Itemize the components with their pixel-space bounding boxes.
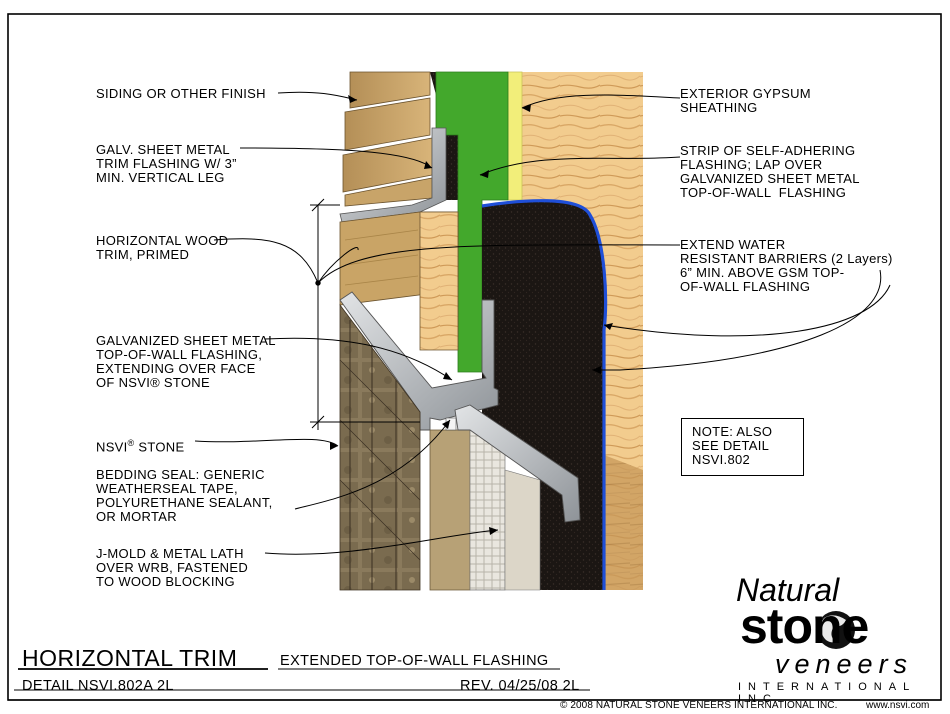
label-jmold: J-MOLD & METAL LATH OVER WRB, FASTENED T… [96, 546, 249, 589]
logo-veneers: veneers [775, 649, 914, 679]
label-top-flashing: GALVANIZED SHEET METAL TOP-OF-WALL FLASH… [96, 333, 276, 390]
mortar-bed [429, 429, 471, 591]
horizontal-wood-trim [339, 211, 459, 351]
label-siding: SIDING OR OTHER FINISH [96, 86, 266, 101]
website-link[interactable]: www.nsvi.com [866, 700, 930, 711]
label-self-adhering: STRIP OF SELF-ADHERING FLASHING; LAP OVE… [680, 143, 860, 200]
logo-international: INTERNATIONAL INC [738, 681, 916, 705]
leader-lines [194, 91, 891, 555]
label-stone-name: NSVI [96, 439, 128, 455]
logo-stone: stone [740, 598, 869, 654]
label-gypsum: EXTERIOR GYPSUM SHEATHING [680, 86, 811, 115]
metal-lath [469, 429, 506, 591]
logo-globe-icon [817, 611, 855, 649]
logo-natural: Natural [736, 572, 840, 608]
label-stone-suffix: STONE [134, 439, 185, 455]
label-stone-registered: ® [127, 438, 135, 448]
leader-arrows [330, 95, 613, 535]
label-bedding-seal: BEDDING SEAL: GENERIC WEATHERSEAL TAPE, … [96, 467, 273, 524]
revision: REV. 04/25/08 2L [460, 678, 580, 694]
label-barriers: EXTEND WATER RESISTANT BARRIERS (2 Layer… [680, 237, 893, 294]
drawing-title: HORIZONTAL TRIM [22, 645, 238, 671]
gypsum-strip [507, 71, 523, 201]
dimension-line [310, 198, 420, 430]
note-box: NOTE: ALSO SEE DETAIL NSVI.802 [681, 418, 804, 476]
copyright: © 2008 NATURAL STONE VENEERS INTERNATION… [560, 700, 838, 711]
lath-weave [504, 469, 541, 591]
label-stone: NSVI® STONE [96, 436, 184, 454]
drawing-subtitle: EXTENDED TOP-OF-WALL FLASHING [280, 653, 549, 669]
j-mold [454, 404, 581, 523]
top-of-wall-flashing [339, 291, 499, 431]
title-block-lines [8, 668, 941, 701]
label-wood-trim: HORIZONTAL WOOD TRIM, PRIMED [96, 233, 229, 262]
detail-number: DETAIL NSVI.802A 2L [22, 678, 174, 694]
siding-boards [342, 71, 433, 207]
label-trim-flashing: GALV. SHEET METAL TRIM FLASHING W/ 3” MI… [96, 142, 237, 185]
